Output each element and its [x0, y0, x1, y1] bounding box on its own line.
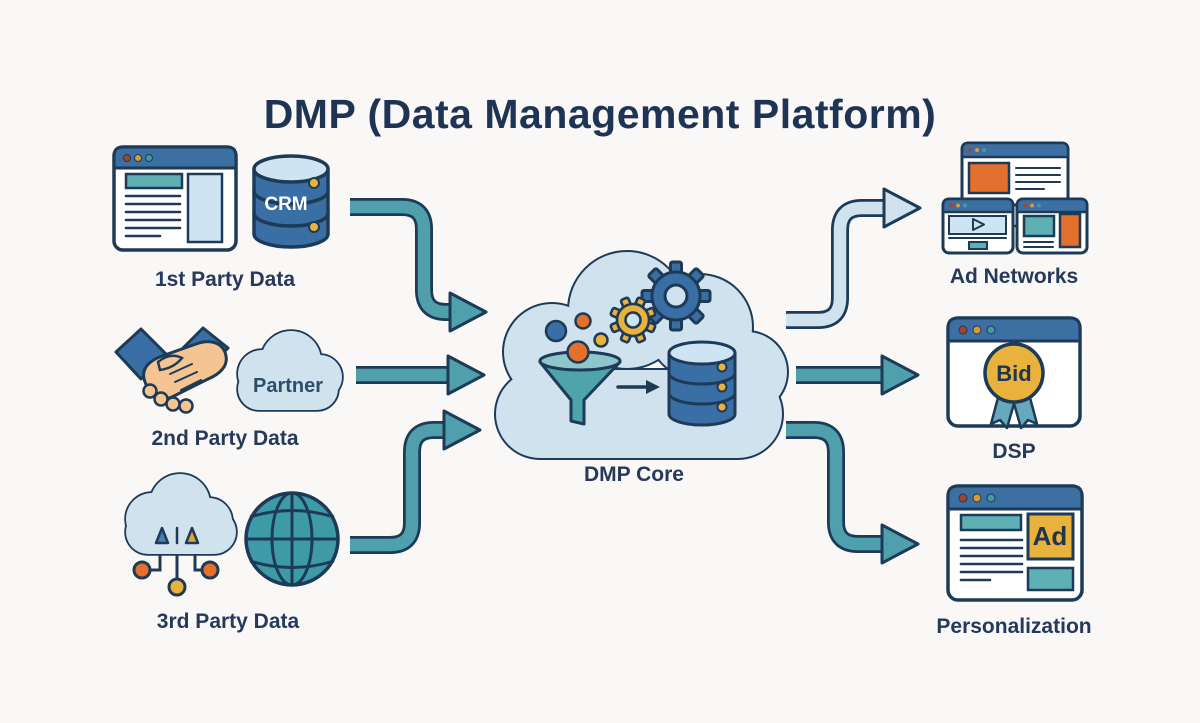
arrow-second-party-to-core [356, 354, 486, 396]
play-icon [972, 218, 985, 231]
partner-cloud-icon: Partner [236, 329, 344, 412]
crm-database-icon: CRM [252, 154, 330, 249]
ad-networks-icon [941, 141, 1089, 255]
personalization-icon: Ad [946, 484, 1084, 602]
globe-icon [244, 491, 340, 587]
data-cloud-icon [124, 472, 238, 597]
gear-large-icon [640, 260, 712, 332]
ad-networks-back-window [960, 141, 1070, 207]
dsp-icon: Bid [946, 316, 1082, 430]
third-party-label: 3rd Party Data [157, 610, 300, 633]
ad-networks-label: Ad Networks [950, 265, 1078, 288]
ad-networks-video-window [941, 197, 1015, 255]
first-party-label: 1st Party Data [155, 268, 295, 291]
second-party-label: 2nd Party Data [151, 427, 298, 450]
gear-small-icon [609, 296, 657, 344]
ad-block-icon [1026, 512, 1075, 561]
arrow-first-party-to-core [350, 198, 488, 333]
bid-medal-icon [983, 342, 1045, 404]
page-title: DMP (Data Management Platform) [264, 91, 937, 137]
arrow-core-to-dsp [796, 354, 920, 396]
ad-networks-banner-window [1015, 197, 1089, 255]
handshake-icon [114, 326, 230, 414]
dsp-label: DSP [992, 440, 1035, 463]
dmp-core-label: DMP Core [584, 463, 684, 486]
bid-medal-label: Bid [996, 361, 1031, 386]
arrow-core-to-ad-networks [786, 187, 922, 329]
first-party-browser-icon [112, 145, 238, 252]
partner-cloud-label: Partner [253, 375, 323, 397]
core-database-icon [667, 340, 737, 427]
arrow-third-party-to-core [350, 409, 482, 554]
arrow-core-to-personalization [786, 421, 920, 565]
personalization-label: Personalization [936, 615, 1091, 638]
crm-database-label: CRM [264, 194, 307, 215]
data-dots-icon [544, 312, 609, 364]
process-arrow-icon [616, 380, 660, 394]
ad-block-label: Ad [1033, 521, 1068, 551]
dmp-core-cloud [494, 250, 789, 460]
